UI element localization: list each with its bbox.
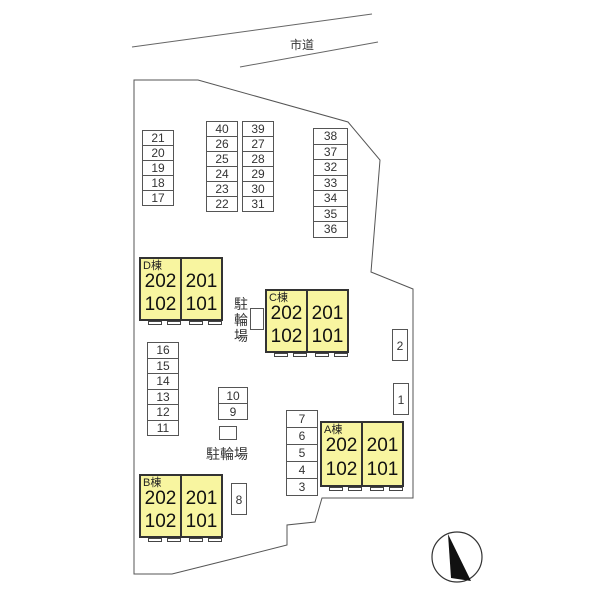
entrance-step	[147, 321, 162, 325]
parking-space: 40	[206, 121, 238, 137]
road-label: 市道	[290, 38, 315, 52]
parking-space: 21	[142, 130, 174, 146]
parking-space: 27	[242, 136, 274, 152]
entrance-step	[333, 353, 348, 357]
parking-space: 38	[313, 128, 348, 145]
parking-space: 30	[242, 181, 274, 197]
parking-space: 11	[147, 419, 179, 436]
parking-space: 2	[392, 329, 408, 361]
entrance-step	[207, 321, 222, 325]
entrance-step	[188, 538, 203, 542]
parking-space: 10	[218, 387, 248, 404]
parking-space: 35	[313, 205, 348, 222]
building-name: D棟	[143, 260, 162, 272]
parking-space: 15	[147, 357, 179, 374]
bicycle-parking-mark-south	[219, 426, 237, 440]
entrance-step	[292, 353, 307, 357]
parking-space: 4	[286, 461, 318, 479]
building-name: B棟	[143, 477, 162, 489]
parking-space: 18	[142, 175, 174, 191]
unit-lower-number: 101	[366, 458, 399, 480]
entrance-step	[166, 538, 181, 542]
north-arrow-icon	[431, 531, 483, 583]
entrance-step	[166, 321, 181, 325]
parking-space: 7	[286, 410, 318, 428]
entrance-step	[388, 487, 403, 491]
parking-space: 23	[206, 181, 238, 197]
parking-space: 12	[147, 404, 179, 421]
parking-space: 14	[147, 373, 179, 390]
parking-space: 19	[142, 160, 174, 176]
parking-space: 6	[286, 427, 318, 445]
parking-space: 20	[142, 145, 174, 161]
unit-lower-number: 101	[185, 293, 218, 315]
parking-space: 31	[242, 196, 274, 212]
bicycle-parking-label-c: 駐輪場	[234, 296, 248, 344]
parking-space: 13	[147, 388, 179, 405]
parking-space: 34	[313, 190, 348, 207]
building-name: C棟	[269, 292, 288, 304]
building-name: A棟	[324, 424, 343, 436]
parking-space: 29	[242, 166, 274, 182]
entrance-step	[369, 487, 384, 491]
entrance-step	[207, 538, 222, 542]
parking-space: 39	[242, 121, 274, 137]
parking-space: 32	[313, 159, 348, 176]
parking-space: 36	[313, 221, 348, 238]
unit-upper-number: 202	[270, 302, 303, 324]
entrance-step	[273, 353, 288, 357]
parking-space: 8	[231, 483, 247, 515]
parking-space: 26	[206, 136, 238, 152]
entrance-step	[328, 487, 343, 491]
parking-space: 37	[313, 143, 348, 160]
unit-lower-number: 101	[311, 325, 344, 347]
unit-upper-number: 201	[311, 302, 344, 324]
parking-space: 25	[206, 151, 238, 167]
parking-space: 3	[286, 478, 318, 496]
bicycle-parking-label-south: 駐輪場	[206, 446, 248, 462]
unit-upper-number: 202	[144, 270, 177, 292]
parking-space: 5	[286, 444, 318, 462]
parking-space: 33	[313, 174, 348, 191]
unit-lower-number: 102	[144, 510, 177, 532]
unit-lower-number: 101	[185, 510, 218, 532]
parking-space: 9	[218, 403, 248, 420]
entrance-step	[314, 353, 329, 357]
unit-upper-number: 202	[144, 487, 177, 509]
parking-space: 24	[206, 166, 238, 182]
parking-space: 1	[393, 383, 409, 415]
unit-upper-number: 202	[325, 435, 358, 457]
road-edge-bottom	[239, 41, 379, 68]
unit-lower-number: 102	[325, 458, 358, 480]
parking-space: 28	[242, 151, 274, 167]
road-edge-top	[131, 13, 373, 48]
entrance-step	[347, 487, 362, 491]
parking-space: 22	[206, 196, 238, 212]
unit-lower-number: 102	[144, 293, 177, 315]
unit-upper-number: 201	[185, 270, 218, 292]
parking-space: 17	[142, 190, 174, 206]
entrance-step	[188, 321, 203, 325]
entrance-step	[147, 538, 162, 542]
parking-space: 16	[147, 342, 179, 359]
unit-upper-number: 201	[185, 487, 218, 509]
bicycle-parking-mark-c	[250, 308, 264, 330]
unit-upper-number: 201	[366, 435, 399, 457]
unit-lower-number: 102	[270, 325, 303, 347]
